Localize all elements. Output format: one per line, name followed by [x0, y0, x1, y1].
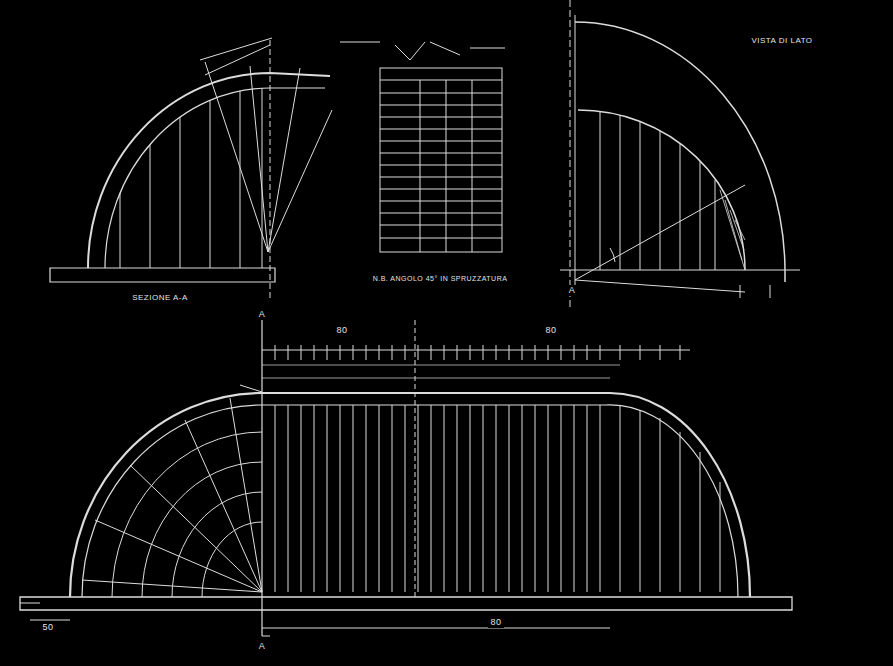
- section-a-a: [50, 38, 332, 300]
- section-marker: A: [257, 641, 268, 652]
- dimension-label: 80: [543, 325, 558, 336]
- dimension-label: 80: [488, 617, 503, 628]
- section-marker: A: [257, 309, 268, 320]
- note-text: N.B. ANGOLO 45° IN SPRUZZATURA: [371, 273, 510, 284]
- main-elevation: [20, 0, 792, 636]
- dimension-label: 80: [334, 325, 349, 336]
- view-title: VISTA DI LATO: [749, 35, 814, 46]
- dimension-label: 50: [40, 622, 55, 633]
- view-title: SEZIONE A-A: [130, 292, 190, 303]
- side-view: [560, 15, 800, 298]
- data-table: [340, 42, 505, 252]
- section-marker: A: [567, 285, 578, 296]
